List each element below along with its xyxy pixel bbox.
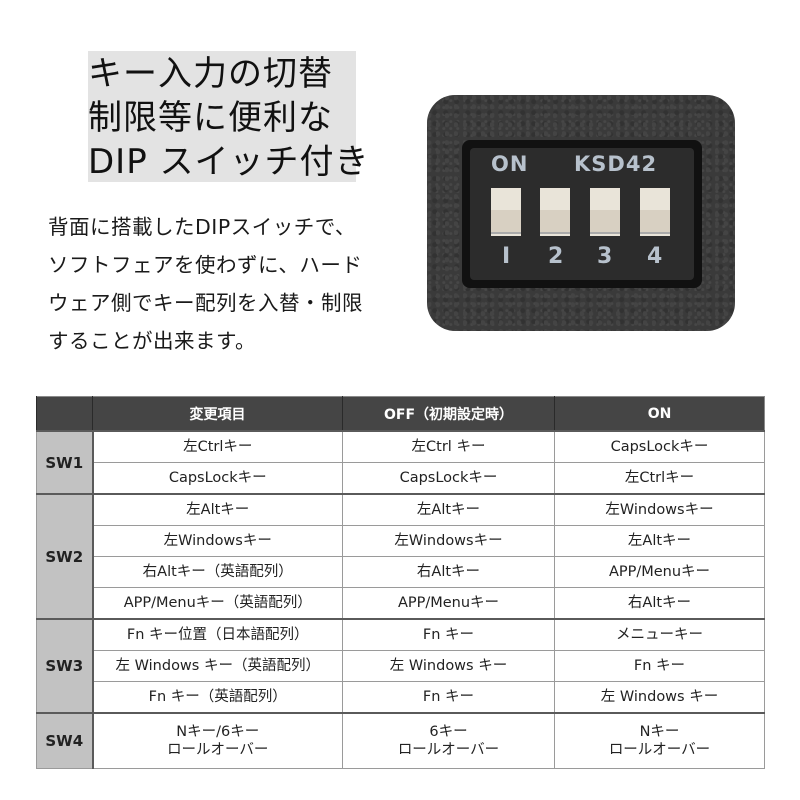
cell-item: 左Windowsキー — [92, 525, 343, 557]
table-row: SW2 左Altキー 左Altキー 左Windowsキー — [36, 493, 765, 620]
dip-switch-3 — [590, 188, 620, 236]
cell-off: 左Windowsキー — [342, 525, 555, 557]
dip-knob — [640, 210, 670, 234]
dip-number-4: 4 — [647, 244, 663, 269]
description-line: することが出来ます。 — [48, 329, 256, 353]
table-row: 左Windowsキー 左Windowsキー 左Altキー — [37, 525, 765, 557]
table-row: APP/Menuキー（英語配列） APP/Menuキー 右Altキー — [37, 587, 765, 620]
description-line: 背面に搭載したDIPスイッチで、 — [48, 215, 356, 239]
cell-on: APP/Menuキー — [554, 556, 765, 588]
cell-item: 左Altキー — [92, 493, 343, 526]
description: 背面に搭載したDIPスイッチで、 ソフトフェアを使わずに、ハード ウェア側でキー… — [48, 208, 428, 360]
dip-number-3: 3 — [597, 244, 613, 269]
cell-line: ロールオーバー — [167, 742, 269, 758]
switch-label-sw4: SW4 — [36, 712, 94, 769]
table-row: CapsLockキー CapsLockキー 左Ctrlキー — [37, 462, 765, 495]
description-line: ソフトフェアを使わずに、ハード — [48, 253, 363, 277]
cell-off: 左Ctrl キー — [342, 430, 555, 463]
table-row: 左 Windows キー（英語配列） 左 Windows キー Fn キー — [37, 650, 765, 682]
dip-knob — [491, 210, 521, 234]
dip-on-label: ON — [491, 152, 529, 176]
cell-off: 左 Windows キー — [342, 650, 555, 682]
dip-switch-4 — [640, 188, 670, 236]
switch-label-sw2: SW2 — [36, 493, 94, 620]
heading-background — [88, 51, 356, 182]
switch-label-sw3: SW3 — [36, 618, 94, 714]
switch-label-sw1: SW1 — [36, 430, 94, 495]
cell-on: 右Altキー — [554, 587, 765, 620]
table-row: SW3 Fn キー位置（日本語配列） Fn キー メニューキー — [36, 618, 765, 714]
cell-line: ロールオーバー — [397, 742, 500, 758]
heading-line-3: DIP スイッチ付き — [88, 142, 370, 182]
cell-item: 左 Windows キー（英語配列） — [92, 650, 343, 682]
cell-on: Nキー ロールオーバー — [554, 712, 765, 769]
table-row: 右Altキー（英語配列） 右Altキー APP/Menuキー — [37, 556, 765, 588]
cell-on: 左 Windows キー — [554, 681, 765, 714]
heading-line-2: 制限等に便利な — [88, 98, 333, 138]
header-on: ON — [554, 396, 765, 431]
dip-switch-1 — [491, 188, 521, 236]
heading-line-1: キー入力の切替 — [88, 54, 333, 94]
cell-off: 左Altキー — [342, 493, 555, 526]
dip-settings-table: 変更項目 OFF（初期設定時） ON SW1 左Ctrlキー 左Ctrl キー … — [36, 396, 765, 769]
table-row: Fn キー（英語配列） Fn キー 左 Windows キー — [37, 681, 765, 714]
cell-off: APP/Menuキー — [342, 587, 555, 620]
cell-item: Fn キー（英語配列） — [92, 681, 343, 714]
dip-number-2: 2 — [548, 244, 564, 269]
table-row: SW1 左Ctrlキー 左Ctrl キー CapsLockキー — [36, 430, 765, 495]
cell-on: メニューキー — [554, 618, 765, 651]
cell-line: Nキー — [639, 724, 680, 740]
description-line: ウェア側でキー配列を入替・制限 — [48, 291, 363, 315]
cell-item: Nキー/6キー ロールオーバー — [92, 712, 343, 769]
dip-knob — [590, 210, 620, 234]
cell-item: APP/Menuキー（英語配列） — [92, 587, 343, 620]
cell-off: Fn キー — [342, 681, 555, 714]
cell-on: 左Windowsキー — [554, 493, 765, 526]
cell-item: 左Ctrlキー — [92, 430, 343, 463]
cell-line: Nキー/6キー — [176, 724, 260, 740]
cell-off: 6キー ロールオーバー — [342, 712, 555, 769]
header-change-item: 変更項目 — [92, 396, 343, 431]
table-header-row: 変更項目 OFF（初期設定時） ON — [36, 396, 765, 431]
table-row: SW4 Nキー/6キー ロールオーバー 6キー ロールオーバー Nキー ロールオ… — [36, 712, 765, 769]
dip-number-1: I — [502, 244, 511, 269]
dip-model-label: KSD42 — [574, 152, 658, 176]
header-off: OFF（初期設定時） — [342, 396, 555, 431]
dip-knob — [540, 210, 570, 234]
cell-line: 6キー — [429, 724, 468, 740]
header-corner — [36, 396, 93, 431]
cell-line: ロールオーバー — [608, 742, 711, 758]
cell-on: 左Altキー — [554, 525, 765, 557]
cell-off: Fn キー — [342, 618, 555, 651]
dip-switch-2 — [540, 188, 570, 236]
cell-on: 左Ctrlキー — [554, 462, 765, 495]
cell-item: 右Altキー（英語配列） — [92, 556, 343, 588]
cell-off: CapsLockキー — [342, 462, 555, 495]
cell-item: Fn キー位置（日本語配列） — [92, 618, 343, 651]
cell-off: 右Altキー — [342, 556, 555, 588]
cell-on: CapsLockキー — [554, 430, 765, 463]
cell-on: Fn キー — [554, 650, 765, 682]
cell-item: CapsLockキー — [92, 462, 343, 495]
